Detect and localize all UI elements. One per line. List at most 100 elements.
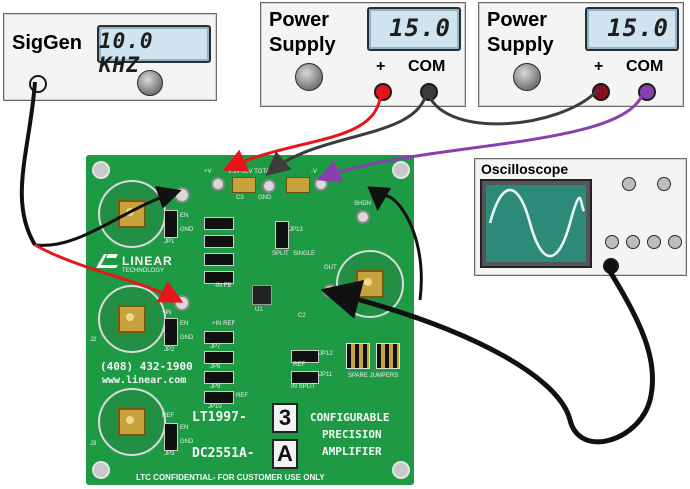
silk-gnd: GND [258,195,272,201]
bnc-connector-j3[interactable] [98,388,166,456]
psu2-plus-jack[interactable] [592,83,610,101]
turret-out[interactable] [323,284,337,298]
siggen-cable [19,81,37,247]
silk-vrange: 3.3V-50V TOTAL [228,169,274,175]
board-phone: (408) 432-1900 [100,360,193,373]
psu2-knob[interactable] [513,63,541,91]
scope-knob-6[interactable] [668,235,682,249]
psu1-com-jack[interactable] [420,83,438,101]
scope-knob-4[interactable] [626,235,640,249]
psu2-com-label: COM [626,58,664,75]
silk-out: OUT [324,265,337,271]
power-supply-2: Power Supply 15.0 + COM [478,2,684,107]
psu1-title-line1: Power [269,9,330,31]
jumper-jp12[interactable] [291,350,319,363]
board-letter-box: A [272,439,298,469]
sine-wave-icon [488,188,586,258]
psu2-plus-label: + [594,58,604,75]
bnc-connector-j1[interactable] [98,180,166,248]
psu1-knob[interactable] [295,63,323,91]
jumper-jp13[interactable] [275,221,289,249]
silk-en-3: EN [180,425,189,431]
turret-plus-in[interactable] [174,295,190,311]
turret-gnd[interactable] [262,179,276,193]
bnc-connector-j2[interactable] [98,285,166,353]
jumper-jp3[interactable] [164,423,178,451]
siggen-knob[interactable] [137,70,163,96]
scope-knob-2[interactable] [657,177,671,191]
turret-en-jp1[interactable] [174,187,190,203]
psu1-com-label: COM [408,58,446,75]
board-prefix: DC2551A- [192,446,255,461]
jumper-jp11[interactable] [291,371,319,384]
board-url: www.linear.com [102,375,187,386]
psu1-plus-label: + [376,58,386,75]
silk-jp9: JP9 [210,384,221,390]
jumper-c-1[interactable] [204,217,234,230]
scope-knob-5[interactable] [647,235,661,249]
jumper-jp10[interactable] [204,391,234,404]
silk-ref-2: REF [236,393,248,399]
turret-shdn[interactable] [356,210,370,224]
siggen-output-jack[interactable] [29,75,47,93]
silk-gnd-2: GND [180,335,194,341]
psu2-com-jack[interactable] [638,83,656,101]
silk-jp12: JP12 [319,351,333,357]
silk-c2: C2 [298,313,306,319]
mounting-hole-tl [92,161,110,179]
silk-in-split: IN SPLIT [291,384,316,390]
silk-vminus: -V [311,169,317,175]
bnc-connector-out[interactable] [336,250,404,318]
psu2-display-value: 15.0 [607,14,669,42]
siggen-display-value: 10.0 KHZ [99,29,154,77]
silk-c3: C3 [236,195,244,201]
silk-shdn: SHDN [354,201,372,207]
jumper-minus-in-fb[interactable] [204,271,234,284]
turret-vplus[interactable] [211,177,225,191]
scope-knob-3[interactable] [605,235,619,249]
psu2-title-line2: Supply [487,34,554,56]
logo-text-line1: LINEAR [122,254,173,268]
silk-minus-in-fb: -IN FB [214,283,232,289]
silk-plus-in: +IN [162,310,172,316]
turret-vminus[interactable] [314,177,328,191]
capacitor-c3b [286,177,310,193]
silk-spare-jumpers: SPARE JUMPERS [348,373,399,379]
oscilloscope: Oscilloscope [474,158,687,276]
mounting-hole-br [392,461,410,479]
silk-gnd-1: GND [180,227,194,233]
desc-line2: PRECISION [322,428,382,441]
part-prefix: LT1997- [192,410,247,425]
silk-plus-in-ref: +IN REF [212,321,236,327]
silk-jp11: JP11 [319,372,333,378]
jumper-jp2[interactable] [164,318,178,346]
psu2-title-line1: Power [487,9,548,31]
jumper-jp1[interactable] [164,210,178,238]
jumper-jp7[interactable] [204,331,234,344]
psu1-display-value: 15.0 [389,14,451,42]
silk-single: SINGLE [293,251,316,257]
scope-input-jack[interactable] [603,258,619,274]
signal-generator: SigGen 10.0 KHZ [3,13,217,101]
scope-screen [480,179,592,268]
part-digit-box: 3 [272,403,298,433]
desc-line1: CONFIGURABLE [310,411,390,424]
psu1-plus-jack[interactable] [374,83,392,101]
spare-jumpers[interactable] [344,341,404,371]
jumper-b-1[interactable] [204,235,234,248]
psu1-display: 15.0 [367,7,461,51]
silk-u1: U1 [255,307,263,313]
silk-jp3: JP3 [164,451,175,457]
silk-j3: J3 [90,441,97,447]
silk-jp13: JP13 [289,227,303,233]
evaluation-board: LINEAR TECHNOLOGY (408) 432-1900 www.lin… [86,155,414,485]
silk-en-1: EN [180,213,189,219]
jumper-jp8[interactable] [204,351,234,364]
jumper-a-1[interactable] [204,253,234,266]
silk-j2: J2 [90,337,97,343]
scope-knob-1[interactable] [622,177,636,191]
confidential-text: LTC CONFIDENTIAL- FOR CUSTOMER USE ONLY [136,473,325,482]
siggen-title: SigGen [12,32,83,54]
chip-u1 [252,285,272,305]
jumper-jp9[interactable] [204,371,234,384]
